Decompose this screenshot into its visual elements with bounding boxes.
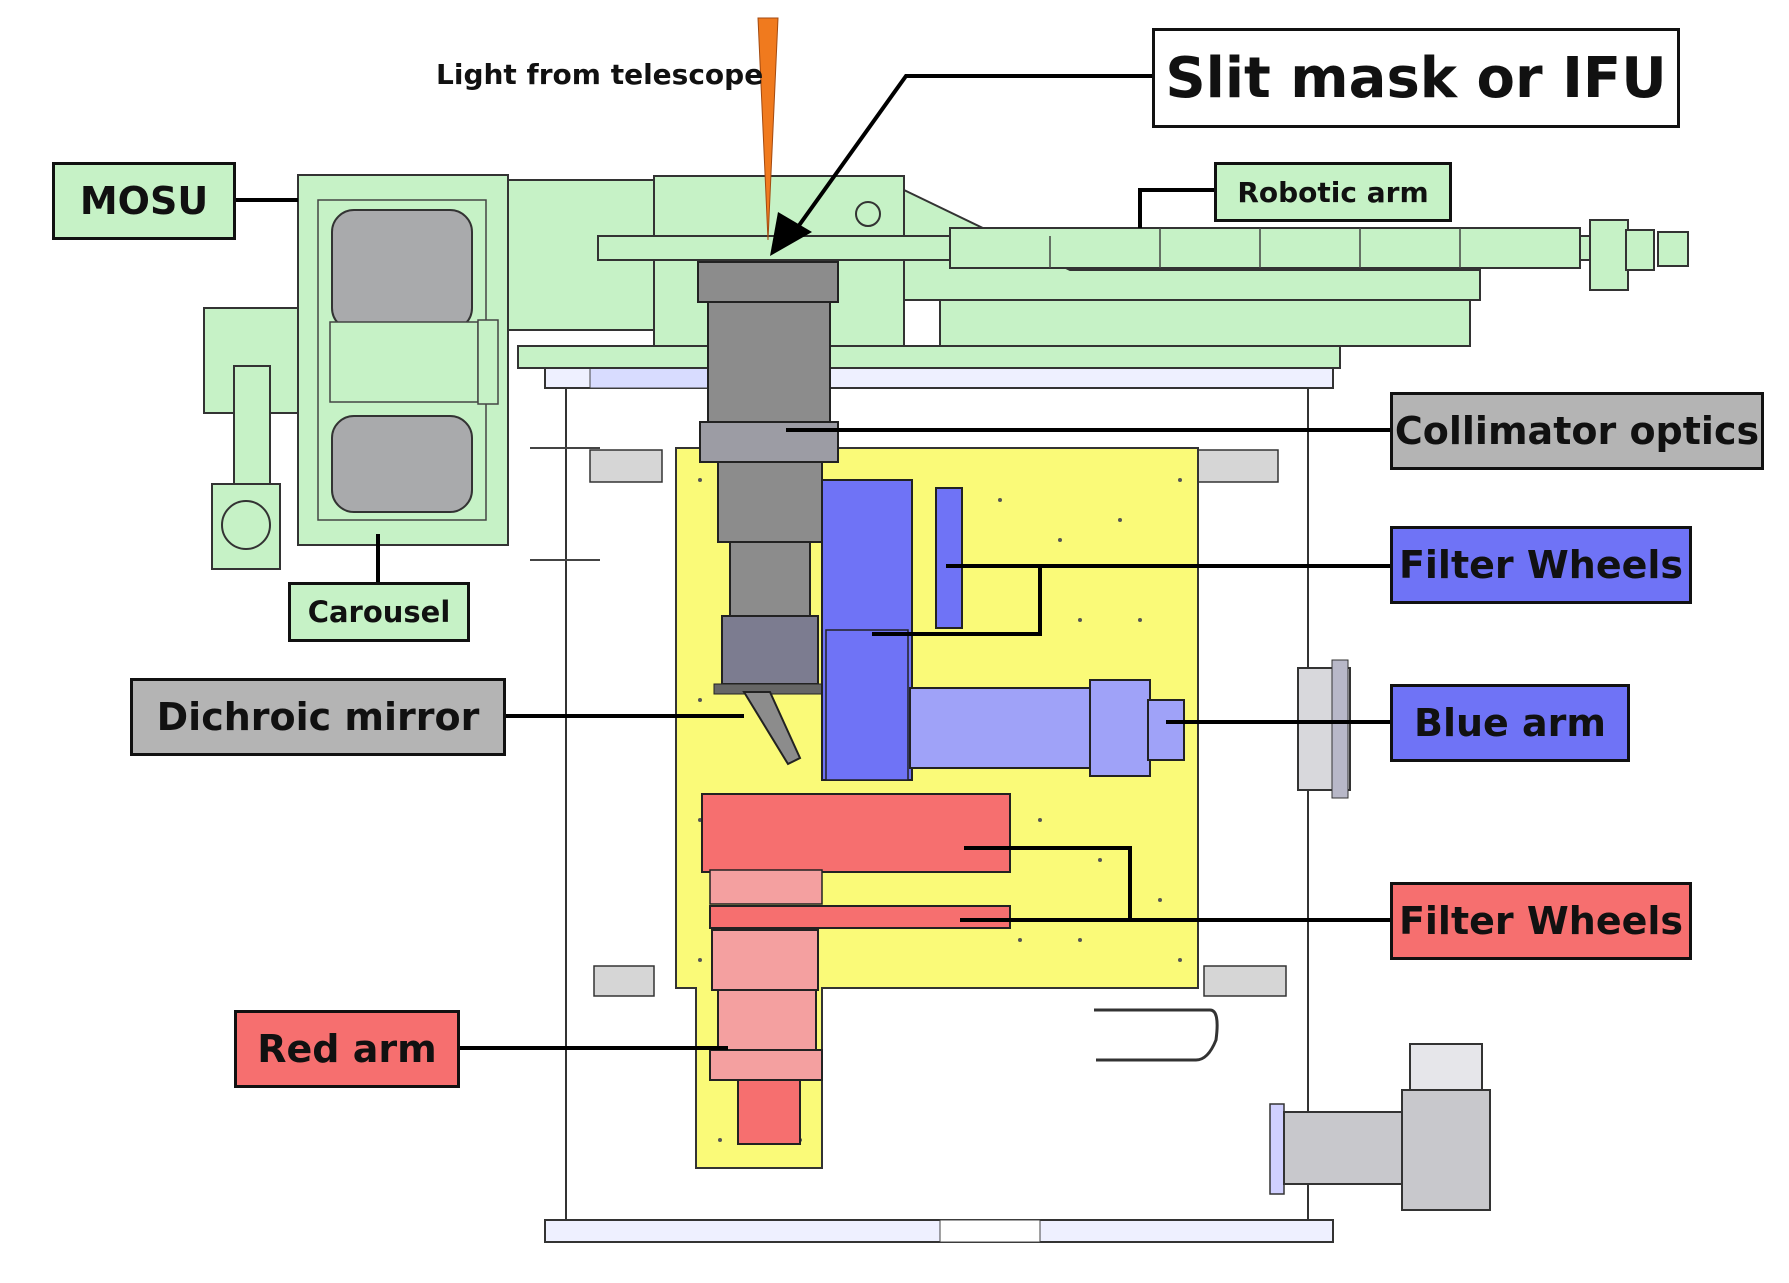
slit-mask-arrowhead bbox=[770, 212, 812, 256]
dichroic-mirror-element bbox=[742, 691, 802, 766]
blue-arm-assembly bbox=[821, 479, 1185, 781]
light-from-telescope-label: Light from telescope bbox=[436, 58, 764, 91]
telescope-beam bbox=[757, 17, 779, 241]
slit-mask-label: Slit mask or IFU bbox=[1152, 28, 1680, 128]
leader-filter-wheels-red-branch bbox=[964, 846, 1132, 920]
leader-filter-wheels-blue-branch bbox=[872, 566, 1042, 636]
carousel-label: Carousel bbox=[288, 582, 470, 642]
top-mechanism bbox=[507, 175, 1689, 369]
side-fittings bbox=[1094, 1008, 1491, 1211]
callout-leader-lines bbox=[236, 74, 1390, 1050]
mosu-carousel-body bbox=[203, 174, 509, 570]
dichroic-mirror-label: Dichroic mirror bbox=[130, 678, 506, 756]
leader-robotic-arm bbox=[1138, 188, 1214, 228]
red-arm-assembly bbox=[701, 793, 1011, 1145]
leader-slit-mask bbox=[788, 74, 1152, 240]
blue-arm-label: Blue arm bbox=[1390, 684, 1630, 762]
filter-wheels-blue-label: Filter Wheels bbox=[1390, 526, 1692, 604]
mosu-label: MOSU bbox=[52, 162, 236, 240]
robotic-arm-label: Robotic arm bbox=[1214, 162, 1452, 222]
filter-wheels-red-label: Filter Wheels bbox=[1390, 882, 1692, 960]
red-arm-label: Red arm bbox=[234, 1010, 460, 1088]
collimator-optics-label: Collimator optics bbox=[1390, 392, 1764, 470]
